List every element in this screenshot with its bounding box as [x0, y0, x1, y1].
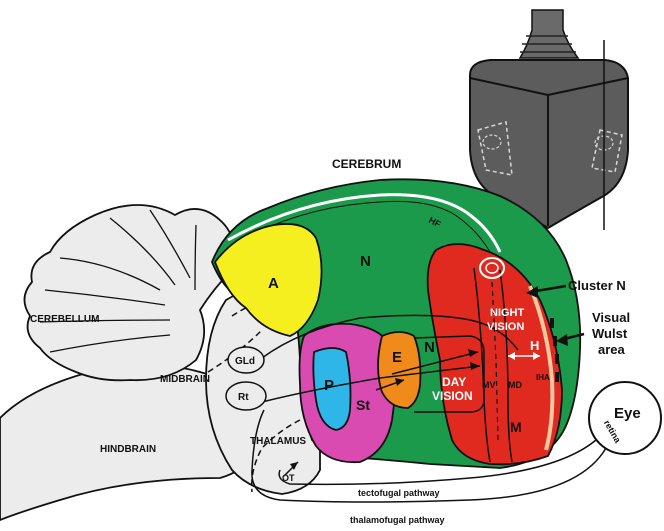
- label-rt: Rt: [238, 392, 249, 403]
- label-thalamofugal: thalamofugal pathway: [350, 515, 445, 525]
- label-day-vision-1: DAY: [442, 375, 466, 389]
- label-gld: GLd: [235, 356, 255, 367]
- label-cerebellum: CEREBELLUM: [30, 314, 99, 325]
- label-mv: MV: [482, 380, 496, 390]
- label-p: P: [324, 377, 334, 394]
- head-neck: [520, 10, 578, 58]
- label-cluster-n: Cluster N: [568, 278, 626, 293]
- label-visual-wulst-3: area: [598, 342, 626, 357]
- label-night-vision-1: NIGHT: [490, 307, 525, 319]
- label-midbrain: MIDBRAIN: [160, 374, 210, 385]
- label-ot: OT: [282, 473, 295, 483]
- label-thalamus: THALAMUS: [250, 436, 306, 447]
- label-hindbrain: HINDBRAIN: [100, 444, 156, 455]
- cerebellum: [24, 205, 234, 380]
- label-day-vision-2: VISION: [432, 389, 473, 403]
- label-night-vision-2: VISION: [487, 321, 524, 333]
- label-iha: IHA: [536, 373, 550, 382]
- label-h: H: [530, 338, 539, 353]
- label-eye: Eye: [614, 405, 641, 422]
- label-tectofugal: tectofugal pathway: [358, 488, 440, 498]
- label-e: E: [392, 349, 402, 366]
- label-visual-wulst-1: Visual: [592, 310, 630, 325]
- label-md: MD: [508, 380, 522, 390]
- label-a: A: [268, 275, 279, 292]
- label-n-lower: N: [424, 339, 435, 356]
- label-visual-wulst-2: Wulst: [592, 326, 628, 341]
- label-m: M: [510, 419, 522, 435]
- label-st: St: [356, 397, 370, 413]
- label-n-upper: N: [360, 253, 371, 270]
- region-e-entopallium: [378, 332, 420, 408]
- label-cerebrum: CEREBRUM: [332, 157, 401, 171]
